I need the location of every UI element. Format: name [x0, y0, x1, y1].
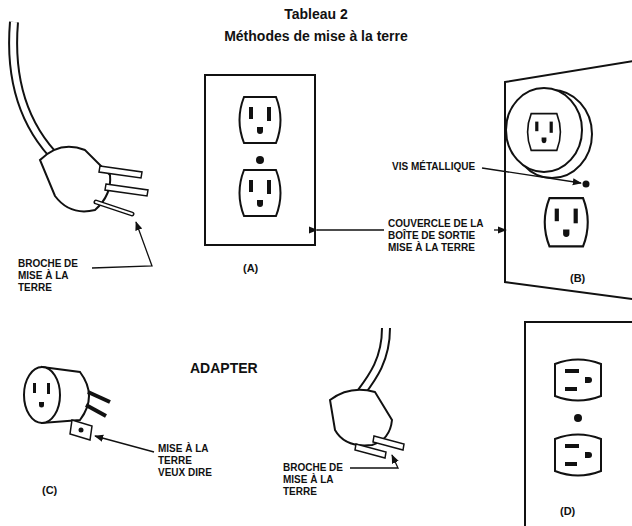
- figure-letter: (A): [243, 262, 283, 275]
- callout-label: COUVERCLE DE LA BOÎTE DE SORTIE MISE À L…: [388, 218, 490, 254]
- callout-label: BROCHE DE MISE À LA TERRE: [18, 258, 98, 294]
- outlet-drawing: [205, 75, 384, 245]
- adapter-on-outlet-drawing: [482, 60, 632, 300]
- callout-label: MISE À LA TERRE VEUX DIRE: [158, 443, 220, 479]
- callout-label: VIS MÉTALLIQUE: [392, 161, 492, 173]
- plug-drawing: [13, 22, 152, 268]
- adapter-drawing: [24, 367, 154, 452]
- callout-label: BROCHE DE MISE À LA TERRE: [283, 462, 363, 498]
- figure-letter: (C): [42, 484, 82, 497]
- figure-letter: (D): [560, 505, 600, 518]
- figure-letter: (B): [570, 272, 610, 285]
- title: Tableau 2: [0, 6, 632, 23]
- plug-drawing: [330, 328, 404, 468]
- subtitle: Méthodes de mise à la terre: [0, 28, 632, 45]
- outlet-drawing: [525, 322, 632, 526]
- section-heading: ADAPTER: [190, 360, 290, 377]
